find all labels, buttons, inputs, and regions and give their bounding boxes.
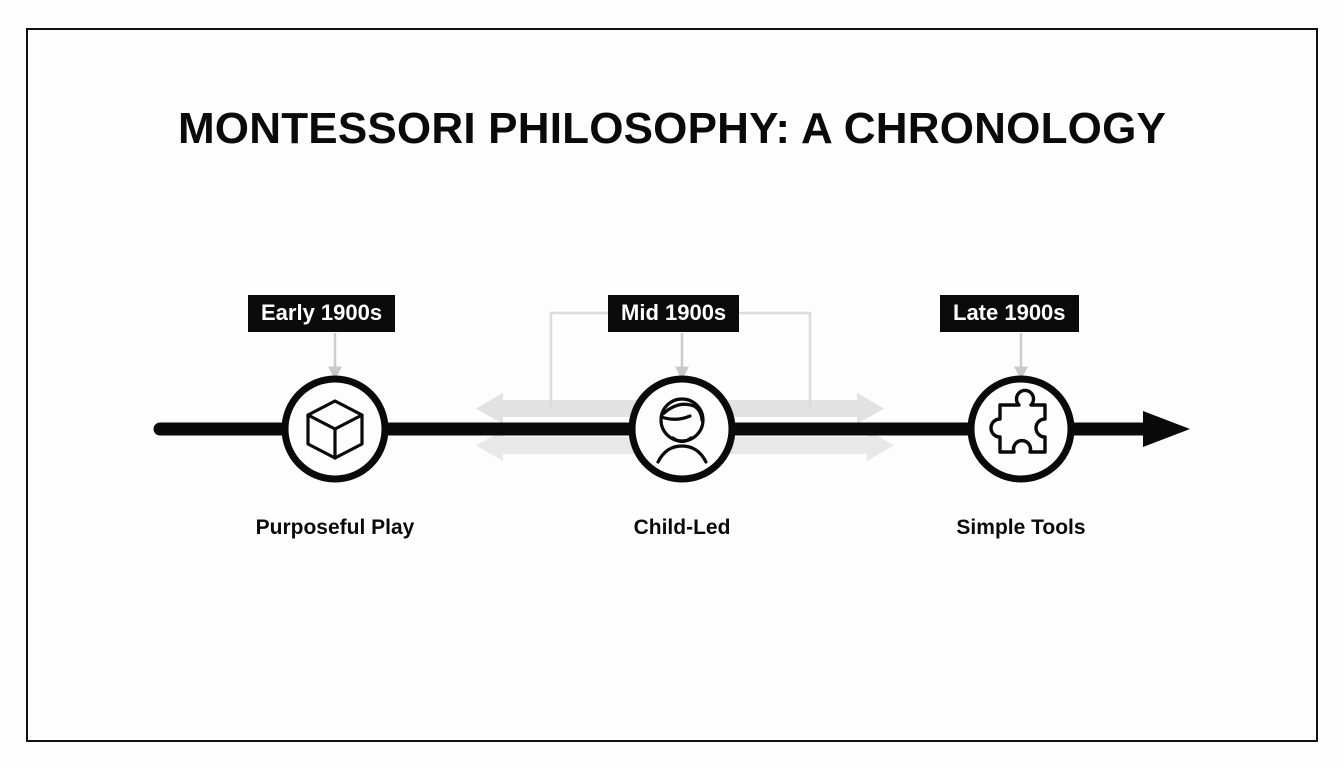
milestone-node-purposeful-play[interactable] xyxy=(281,375,389,483)
slide-border xyxy=(26,28,1318,742)
milestone-node-simple-tools[interactable] xyxy=(967,375,1075,483)
page-title: MONTESSORI PHILOSOPHY: A CHRONOLOGY xyxy=(177,104,1167,153)
milestone-node-child-led[interactable] xyxy=(628,375,736,483)
child-avatar-icon xyxy=(656,397,708,464)
milestone-caption-simple-tools: Simple Tools xyxy=(956,516,1086,539)
cube-icon xyxy=(306,399,364,460)
period-chip-early[interactable]: Early 1900s xyxy=(248,295,396,333)
period-chip-mid[interactable]: Mid 1900s xyxy=(608,295,740,333)
milestone-caption-purposeful-play: Purposeful Play xyxy=(255,516,415,539)
puzzle-piece-icon xyxy=(989,388,1047,454)
chip-connectors xyxy=(328,333,1028,381)
period-chip-late[interactable]: Late 1900s xyxy=(940,295,1079,333)
milestone-caption-child-led: Child-Led xyxy=(633,516,731,539)
